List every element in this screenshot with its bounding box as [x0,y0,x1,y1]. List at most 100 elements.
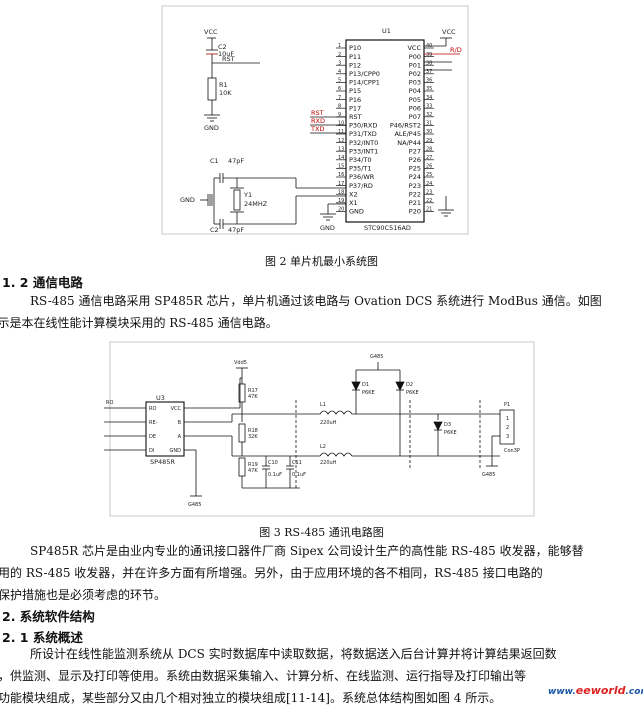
chip-pin-number: 21 [426,207,432,213]
g485-top-label: G485 [370,354,383,360]
chip-pin-label: DI [149,448,154,454]
chip-pin-label: P22 [409,190,421,198]
chip-pin-label: P35/T1 [349,165,372,173]
vcc-label: VCC [204,28,218,36]
chip-pin-number: 22 [426,198,432,204]
r18-label: R18 [248,428,258,434]
u1-ref: U1 [382,27,391,35]
r18-value: 32K [248,434,258,440]
chip-pin-number: 40 [426,43,432,49]
chip-pin-label: X2 [349,190,358,198]
gnd-crystal-label: GND [180,196,195,204]
chip-pin-label: P21 [409,199,421,207]
r17-label: R17 [248,388,258,394]
chip-pin-label: P07 [409,113,421,121]
chip-pin-number: 39 [426,52,432,58]
chip-pin-label: P25 [409,165,421,173]
c10-label: C10 [268,460,278,466]
chip-pin-label: P12 [349,61,361,69]
chip-pin-number: 24 [426,181,432,187]
chip-pin-label: P30/RXD [349,122,377,130]
r19-value: 47K [248,468,258,474]
para-line: 3 所示是本在线性能计算模块采用的 RS-485 通信电路。 [0,316,278,330]
c1-value: 47pF [228,157,244,165]
l1-value: 220uH [320,420,337,426]
site-watermark-logo: www.eeworld.com.cn [548,684,643,697]
chip-pin-number: 2 [338,52,341,58]
chip-pin-number: 35 [426,86,432,92]
chip-pin-number: 23 [426,189,432,195]
chip-pin-label: P00 [409,53,421,61]
r1-value: 10K [219,89,232,97]
d2-label: D2 [406,382,413,388]
ro-net-label: RO [106,400,113,406]
chip-pin-number: 29 [426,138,432,144]
chip-pin-label: VCC [171,406,182,412]
chip-pin-number: 20 [338,207,344,213]
chip-pin-label: DE [149,434,156,440]
chip-pin-number: 26 [426,164,432,170]
d1-label: D1 [362,382,369,388]
chip-pin-label: NA/P44 [397,139,421,147]
y1-label: Y1 [243,191,252,199]
chip-pin-label: P36/WR [349,173,375,181]
c1-label: C1 [210,157,219,165]
chip-pin-label: P14/CPP1 [349,79,380,87]
chip-pin-number: 36 [426,78,432,84]
d2-value: P6KE [406,390,419,396]
chip-pin-label: P23 [409,182,421,190]
chip-pin-number: 25 [426,172,432,178]
section-2-1-heading: 2. 1 系统概述 [2,630,83,645]
para-line: 换通用的 RS-485 收发器，并在许多方面有所增强。另外，由于应用环境的各不相… [0,566,543,580]
para-line: 据库，供监测、显示及打印等使用。系统由数据采集输入、计算分析、在线监测、运行指导… [0,669,527,683]
figure-2-caption: 图 2 单片机最小系统图 [265,255,378,268]
chip-pin-label: ALE/P45 [394,130,421,138]
rxd-net-label: RXD [311,117,325,125]
chip-pin-label: VCC [407,44,421,52]
chip-pin-label: P24 [409,173,421,181]
para-line: 部分功能模块组成，某些部分又由几个相对独立的模块组成[11-14]。系统总体结构… [0,691,502,705]
chip-pin-label: A [178,434,182,440]
l1-label: L1 [320,402,326,408]
figure-2-schematic: P101P112P123P13/CPP04P14/CPP15P156P167P1… [161,5,469,235]
chip-pin-label: RST [349,113,362,121]
chip-pin-label: P34/T0 [349,156,372,164]
chip-pin-label: X1 [349,199,358,207]
u1-part-name: STC90C516AD [364,224,411,232]
para-line: RS-485 通信电路采用 SP485R 芯片，单片机通过该电路与 Ovatio… [30,294,602,308]
rd-net-label: R/D [450,46,462,54]
chip-pin-number: 5 [338,78,341,84]
chip-pin-label: P03 [409,79,421,87]
watermark-site: eeworld [575,684,626,697]
section-2-heading: 2. 系统软件结构 [2,609,95,624]
rst-label: RST [222,55,235,63]
u3-ref: U3 [156,394,165,402]
chip-pin-number: 32 [426,112,432,118]
p1-label: P1 [504,402,510,408]
chip-pin-number: 18 [338,189,344,195]
watermark-prefix: www. [548,687,576,697]
chip-pin-number: 37 [426,69,432,75]
chip-pin-number: 3 [338,60,341,66]
chip-pin-label: P16 [349,96,361,104]
c2b-value: 47pF [228,226,244,234]
chip-pin-number: 8 [338,103,341,109]
chip-pin-label: P46/RST2 [390,122,421,130]
c2-label: C2 [218,43,227,51]
para-line: 附加保护措施也是必须考虑的环节。 [0,588,167,602]
chip-pin-number: 6 [338,86,341,92]
u3-part-name: SP485R [150,458,175,466]
gnd-chip-label: GND [320,224,335,232]
chip-pin-number: 28 [426,146,432,152]
p1-pin-1: 1 [506,416,509,422]
chip-pin-number: 12 [338,138,344,144]
c2-value: 10uF [218,50,234,58]
chip-pin-number: 13 [338,146,344,152]
section-1-2-heading: 1. 2 通信电路 [2,275,83,290]
chip-pin-label: P10 [349,44,361,52]
chip-pin-number: 33 [426,103,432,109]
r1-label: R1 [219,81,228,89]
c11-label: C11 [292,460,302,466]
chip-pin-number: 34 [426,95,432,101]
chip-pin-label: GND [170,448,182,454]
